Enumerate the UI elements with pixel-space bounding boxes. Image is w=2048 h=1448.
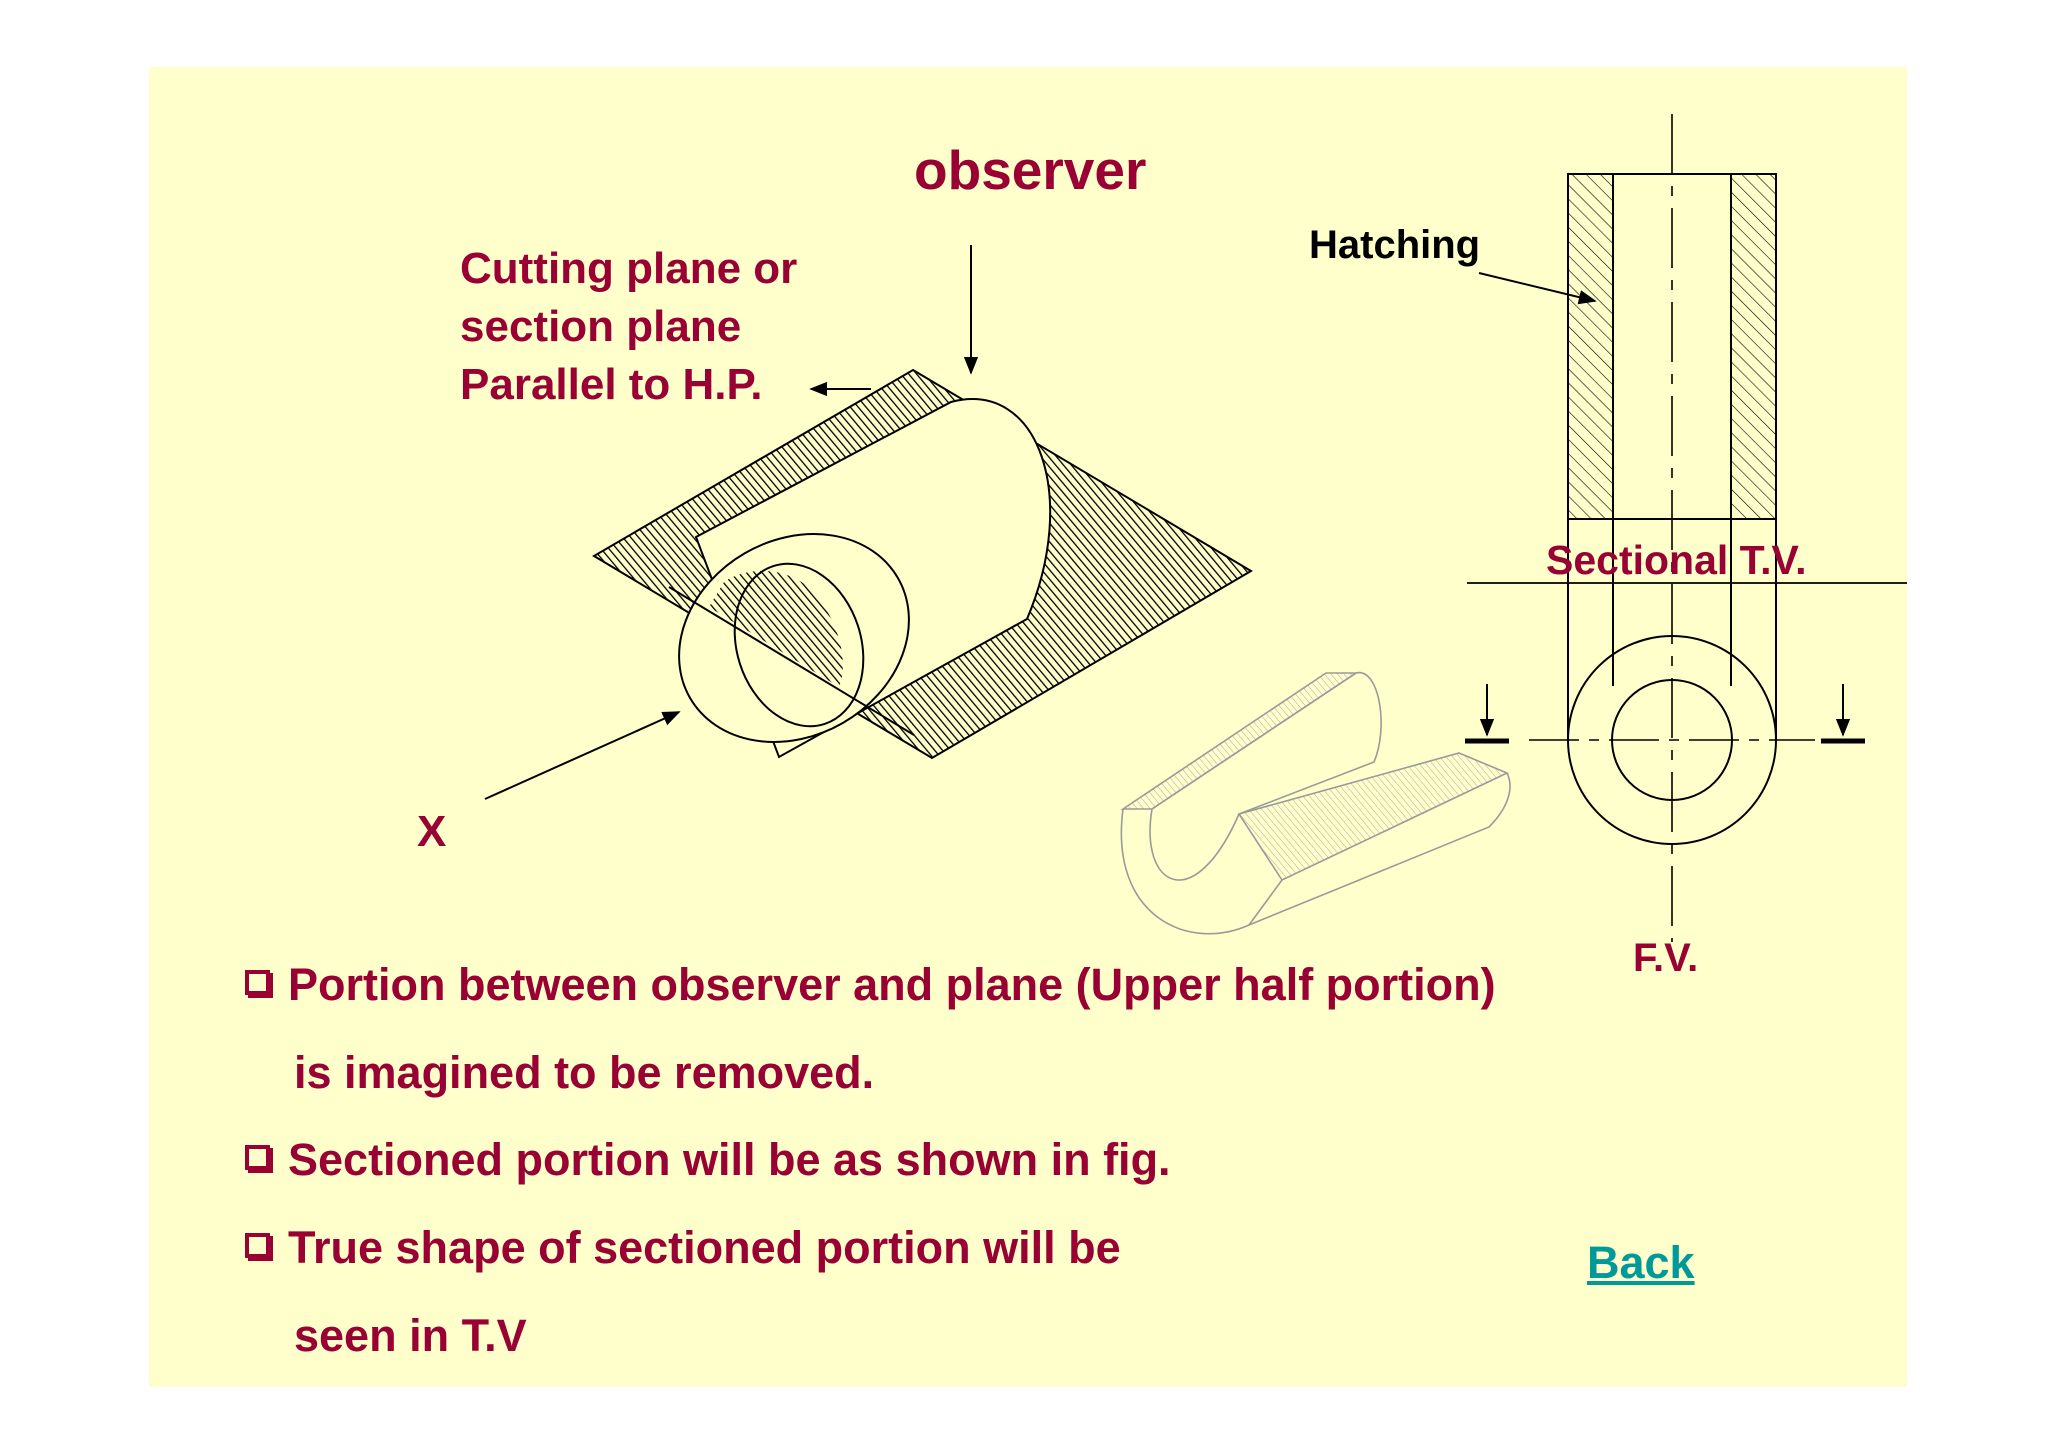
- sectioned-half-cylinder: [1120, 672, 1511, 935]
- bullet-1: Portion between observer and plane (Uppe…: [245, 962, 1496, 1007]
- x-label: X: [417, 807, 447, 856]
- hatched-wall-right: [1730, 173, 1777, 520]
- sectional-tv-label: Sectional T.V.: [1546, 537, 1807, 583]
- cutting-plane-label-line1: Cutting plane or: [460, 244, 798, 293]
- cutting-plane-label-line2: section plane: [460, 302, 742, 351]
- observer-label: observer: [914, 139, 1147, 201]
- cutting-plane-label-line3: Parallel to H.P.: [460, 360, 763, 409]
- bore-section: [709, 570, 843, 687]
- x-direction-arrow: [484, 711, 681, 800]
- hatching-leader: [1478, 272, 1597, 305]
- checkbox-bullet-icon: [245, 1145, 270, 1170]
- hatched-wall-left: [1567, 173, 1614, 520]
- engineering-drawing: [484, 114, 1907, 942]
- isometric-cut-cylinder: [592, 368, 1253, 760]
- bullet-3-continuation: seen in T.V: [294, 1310, 527, 1361]
- bullet-3: True shape of sectioned portion will be: [245, 1225, 1121, 1270]
- orthographic-views: [1465, 114, 1907, 942]
- fv-label: F.V.: [1633, 936, 1699, 980]
- checkbox-bullet-icon: [245, 970, 270, 995]
- hatching-label: Hatching: [1309, 223, 1481, 267]
- bullet-2-text: Sectioned portion will be as shown in fi…: [288, 1134, 1171, 1185]
- slide: observer Cutting plane or section plane …: [149, 67, 1907, 1387]
- bullet-1-continuation: is imagined to be removed.: [294, 1047, 875, 1098]
- bullet-1-text: Portion between observer and plane (Uppe…: [288, 959, 1496, 1010]
- bullet-3-text: True shape of sectioned portion will be: [288, 1222, 1121, 1273]
- bullet-2: Sectioned portion will be as shown in fi…: [245, 1137, 1171, 1182]
- checkbox-bullet-icon: [245, 1233, 270, 1258]
- back-link[interactable]: Back: [1587, 1237, 1695, 1288]
